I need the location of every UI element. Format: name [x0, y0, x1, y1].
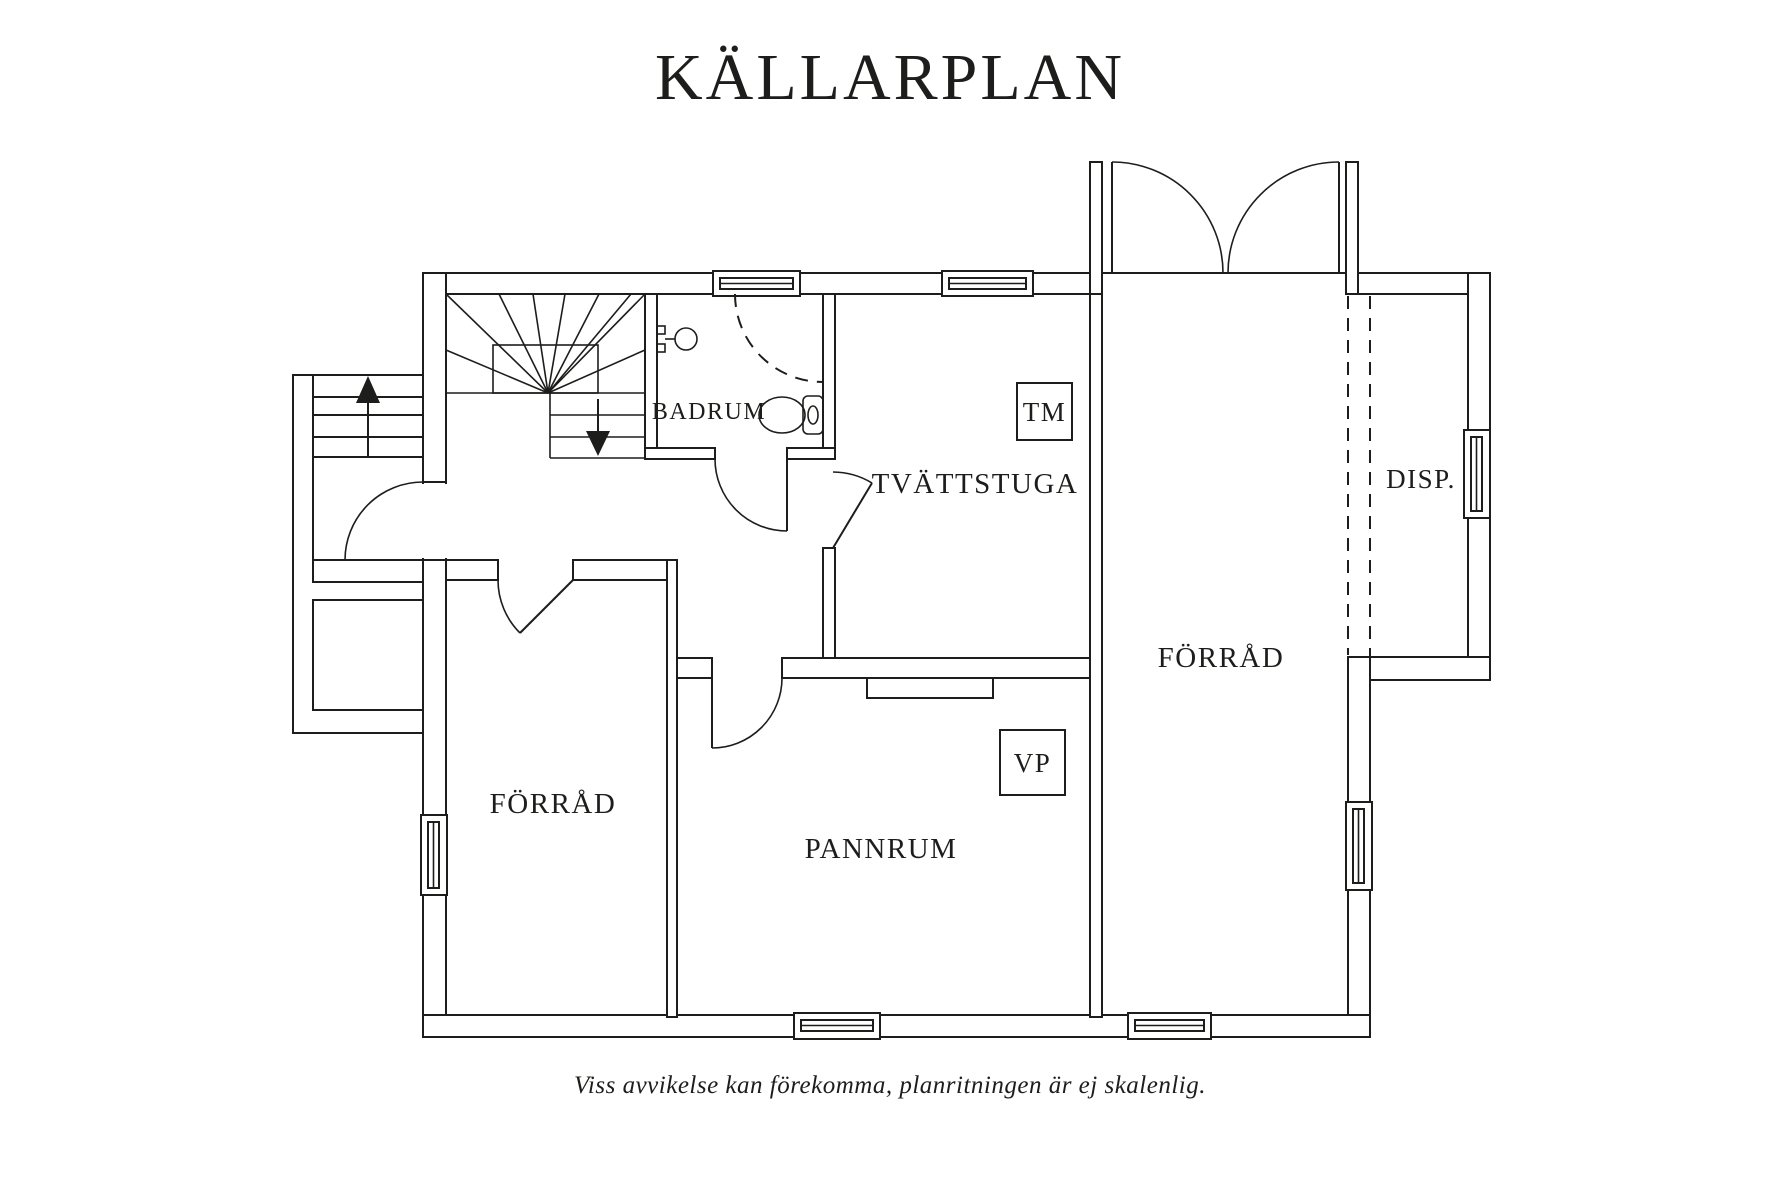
window-pannrum-south	[793, 1012, 881, 1040]
entry-door	[344, 481, 424, 561]
heat-pump-label: VP	[1014, 748, 1052, 778]
tvattstuga-door	[832, 471, 873, 549]
window-badrum	[712, 270, 801, 297]
door-openings	[420, 446, 837, 680]
forrad-left-door	[497, 579, 574, 634]
room-label-badrum: BADRUM	[652, 399, 766, 425]
window-forrad-right-south	[1127, 1012, 1212, 1040]
washing-machine-label: TM	[1023, 397, 1067, 427]
window-forrad-right	[1345, 801, 1373, 891]
sink-icon	[656, 325, 698, 353]
double-exterior-door	[1111, 161, 1340, 274]
room-label-forrad-left: FÖRRÅD	[490, 788, 617, 820]
room-label-disp: DISP.	[1386, 464, 1456, 494]
room-label-forrad-right: FÖRRÅD	[1158, 642, 1285, 674]
stairs-down-arrow-icon	[586, 399, 610, 456]
bathroom-fixtures	[656, 293, 824, 435]
windows	[420, 270, 1491, 1040]
room-label-pannrum: PANNRUM	[805, 833, 958, 865]
interior-staircase	[445, 293, 646, 459]
washing-machine-box: TM	[1016, 382, 1073, 441]
heat-pump-box: VP	[999, 729, 1066, 796]
open-boundary-dashed-lines	[1347, 296, 1371, 678]
winder-tread-lines	[445, 293, 646, 394]
disclaimer-text: Viss avvikelse kan förekomma, planritnin…	[574, 1072, 1206, 1099]
page-title: KÄLLARPLAN	[655, 41, 1125, 114]
exterior-staircase	[292, 374, 424, 734]
stairs-up-arrow-icon	[356, 376, 380, 457]
interior-walls	[445, 293, 1103, 1018]
pannrum-door	[711, 677, 783, 749]
chimney-duct-block	[866, 677, 994, 699]
badrum-door	[714, 458, 788, 532]
window-forrad-left-west	[420, 814, 448, 896]
shower-icon	[734, 293, 824, 383]
window-tvattstuga	[941, 270, 1034, 297]
room-label-tvattstuga: TVÄTTSTUGA	[872, 468, 1079, 500]
room-labels: BADRUM TVÄTTSTUGA FÖRRÅD DISP. FÖRRÅD PA…	[490, 399, 1456, 865]
toilet-icon	[758, 395, 824, 435]
exterior-light-well	[312, 599, 424, 711]
window-disp	[1463, 429, 1491, 519]
